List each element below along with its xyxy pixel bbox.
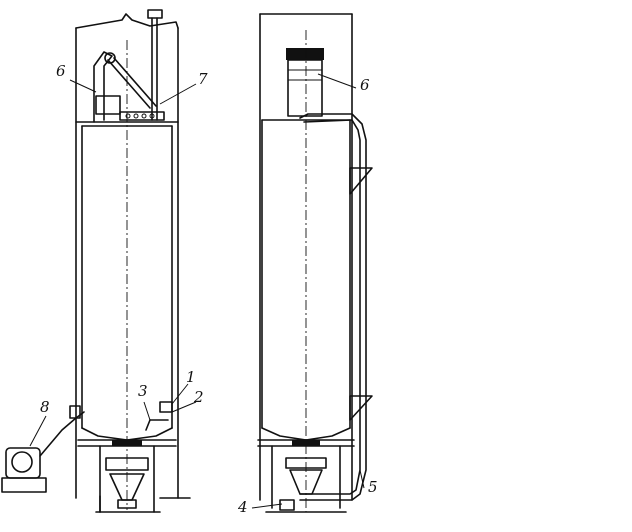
left-discharge-outlet	[117, 499, 137, 509]
callout-7: 7	[198, 70, 208, 88]
right-outlet-flange	[292, 440, 320, 446]
right-airlift-unit	[279, 499, 295, 511]
leader-1	[171, 383, 189, 405]
left-roof	[75, 13, 179, 29]
left-conveyor-b	[113, 57, 157, 107]
right-pneumatic-pipe-outer	[299, 113, 367, 501]
left-aerator-leg	[145, 419, 151, 431]
left-conveyor-a	[107, 59, 151, 109]
leader-7	[159, 83, 197, 105]
left-conveyor-pulley	[104, 52, 116, 64]
leader-6-left	[69, 79, 97, 93]
callout-1: 1	[186, 368, 196, 386]
leader-4	[251, 503, 283, 509]
left-outlet-flange	[112, 440, 142, 446]
leader-5	[359, 469, 365, 489]
right-silo	[257, 13, 373, 513]
right-discharge-hopper	[289, 469, 323, 495]
left-silo	[1, 9, 191, 513]
leader-3	[143, 401, 151, 421]
compressor-base	[1, 477, 47, 493]
left-side-nozzle	[159, 401, 173, 413]
callout-3: 3	[138, 382, 148, 400]
callout-4: 4	[238, 498, 248, 516]
left-loader-box	[95, 95, 121, 115]
right-lower-bracket	[349, 395, 373, 421]
right-motor-body	[287, 59, 323, 117]
right-pneumatic-pipe-inner	[299, 119, 361, 495]
leader-6-right	[317, 73, 357, 89]
callout-6-right: 6	[360, 76, 370, 94]
callout-8: 8	[40, 398, 50, 416]
callout-5: 5	[368, 478, 378, 496]
leader-2	[171, 401, 197, 413]
compressor-wheel	[11, 451, 33, 473]
right-motor-cap	[286, 48, 324, 60]
left-hopper-top	[119, 111, 165, 121]
callout-6-left: 6	[56, 62, 66, 80]
right-upper-bracket	[349, 167, 373, 195]
air-valve	[69, 405, 81, 419]
leader-lines	[29, 73, 365, 509]
right-feeder-frame	[285, 457, 327, 469]
left-vent-cap	[147, 9, 163, 19]
leader-8	[29, 415, 47, 447]
left-feeder-frame	[105, 457, 149, 471]
callout-2: 2	[194, 388, 204, 406]
